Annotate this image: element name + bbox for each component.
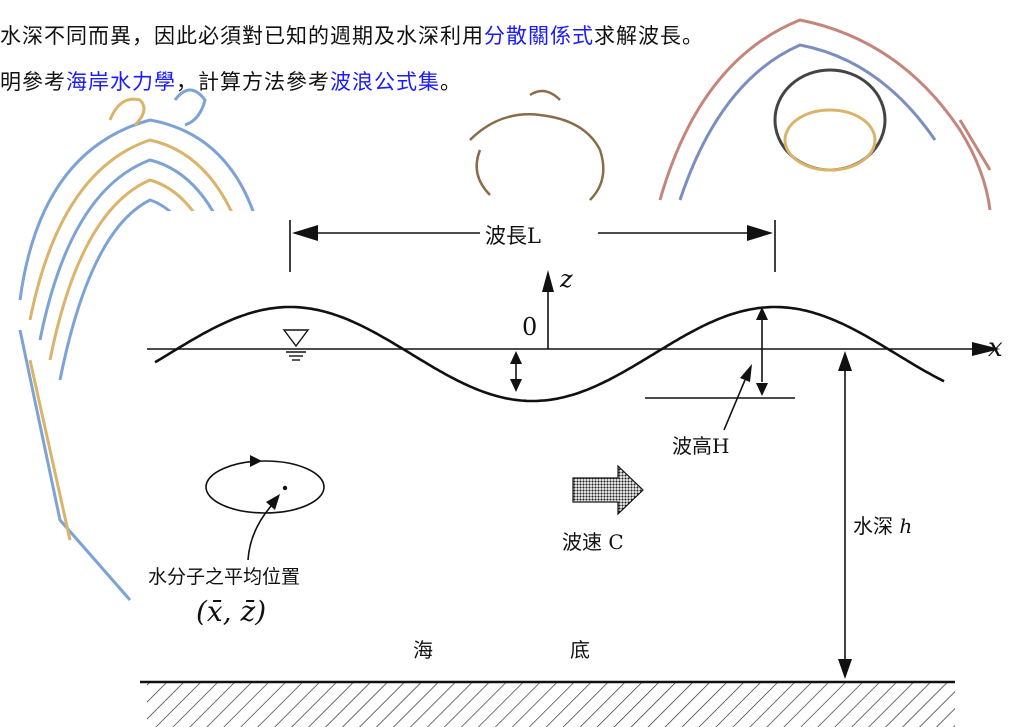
wave-profile bbox=[154, 305, 945, 403]
intro-text: 明參考 bbox=[0, 70, 66, 94]
water-depth-dimension bbox=[838, 351, 852, 679]
wave-height-dimension bbox=[645, 307, 795, 431]
diagram-panel bbox=[147, 211, 1010, 727]
wave-speed-label: 波速 C bbox=[562, 530, 624, 554]
intro-line-2: 明參考海岸水力學，計算方法參考波浪公式集。 bbox=[0, 66, 462, 96]
seabed bbox=[140, 680, 955, 727]
wave-height-label: 波高H bbox=[672, 434, 730, 458]
intro-text: 。 bbox=[440, 70, 462, 94]
water-depth-symbol: h bbox=[899, 514, 913, 538]
seabed-label-1: 海 bbox=[413, 638, 433, 662]
particle-position-label: 水分子之平均位置 bbox=[148, 566, 301, 588]
z-axis-label: z bbox=[560, 265, 573, 293]
particle-orbit bbox=[205, 455, 325, 561]
particle-coords-label: (x̄, z̄) bbox=[196, 595, 267, 628]
wave-speed-arrow-icon bbox=[572, 464, 644, 516]
water-depth-text: 水深 bbox=[853, 514, 893, 538]
seabed-label-2: 底 bbox=[570, 638, 590, 662]
camel-sketch bbox=[469, 89, 605, 201]
wavelength-dimension bbox=[289, 220, 776, 272]
amplitude-marker bbox=[510, 351, 522, 392]
intro-text: 求解波長。 bbox=[594, 24, 704, 48]
dispersion-relation-link[interactable]: 分散關係式 bbox=[484, 24, 594, 48]
wavelength-label: 波長L bbox=[485, 224, 541, 248]
origin-label: 0 bbox=[522, 313, 538, 341]
intro-line-1: 水深不同而異，因此必須對已知的週期及水深利用分散關係式求解波長。 bbox=[0, 20, 704, 50]
still-water-level-triangle-icon bbox=[282, 329, 310, 361]
x-axis-label: x bbox=[988, 333, 1003, 363]
z-axis bbox=[542, 270, 554, 349]
figure-sketch bbox=[658, 18, 992, 211]
x-axis bbox=[147, 342, 1000, 356]
intro-text: 水深不同而異，因此必須對已知的週期及水深利用 bbox=[0, 24, 484, 48]
intro-text: ，計算方法參考 bbox=[176, 70, 330, 94]
wave-formulas-link[interactable]: 波浪公式集 bbox=[330, 70, 440, 94]
coastal-hydraulics-link[interactable]: 海岸水力學 bbox=[66, 70, 176, 94]
water-depth-label: 水深 h bbox=[853, 510, 912, 539]
